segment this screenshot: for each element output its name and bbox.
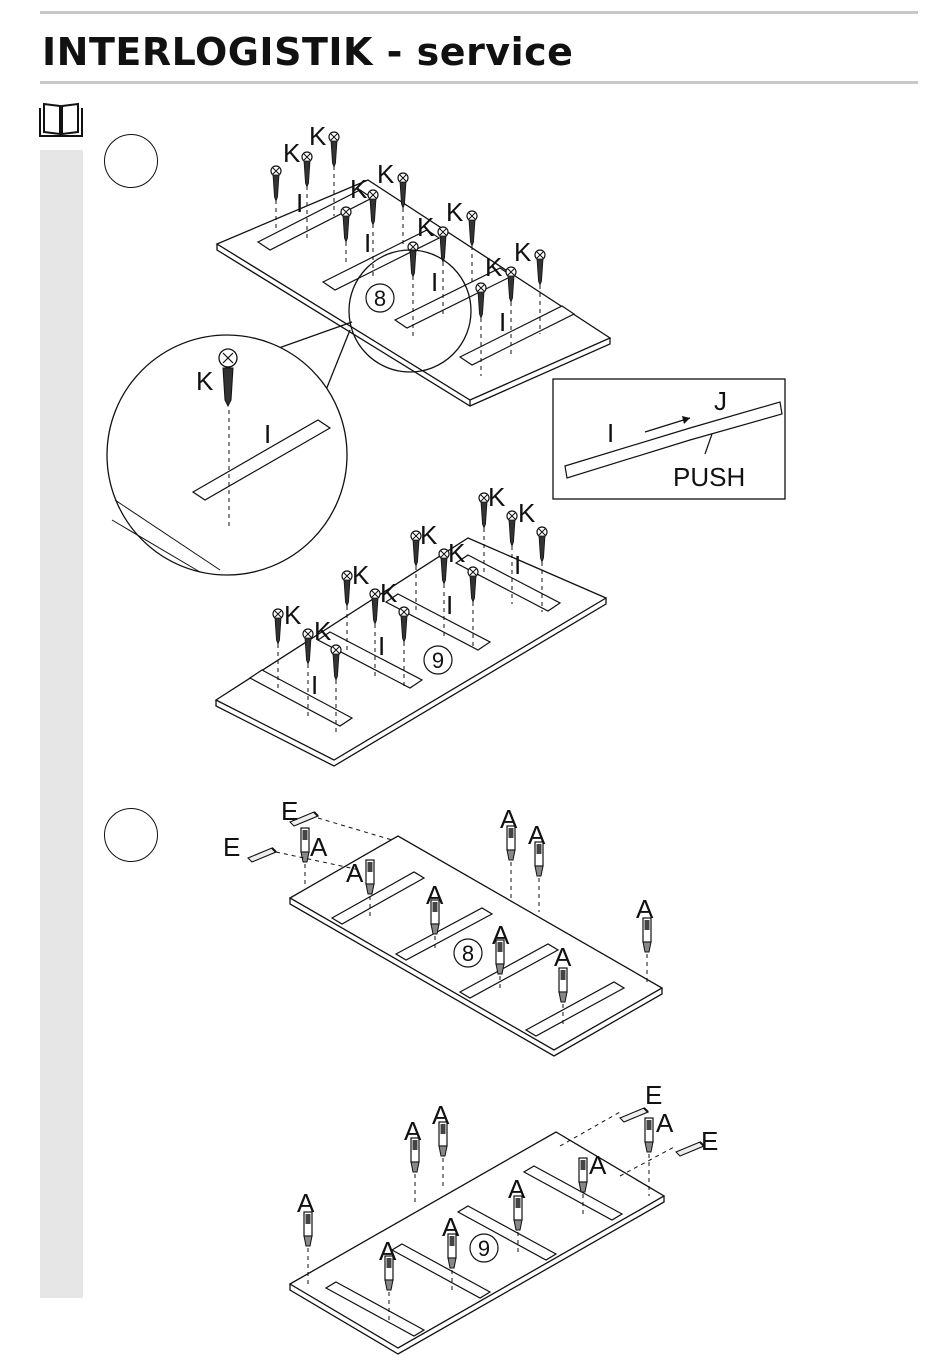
svg-text:I: I — [431, 267, 438, 297]
svg-text:A: A — [554, 942, 572, 972]
svg-text:I: I — [311, 670, 318, 700]
svg-text:A: A — [492, 920, 510, 950]
svg-text:A: A — [589, 1150, 607, 1180]
svg-text:K: K — [352, 560, 370, 590]
svg-text:PUSH: PUSH — [673, 462, 745, 492]
svg-text:A: A — [508, 1174, 526, 1204]
svg-text:I: I — [499, 307, 506, 337]
svg-text:K: K — [314, 616, 332, 646]
svg-text:E: E — [223, 832, 240, 862]
svg-text:E: E — [281, 796, 298, 826]
ref-9-step2: 9 — [470, 1234, 498, 1262]
svg-text:9: 9 — [478, 1236, 490, 1261]
svg-text:A: A — [404, 1116, 422, 1146]
panel-9-step1 — [216, 538, 606, 766]
ref-8-step2: 8 — [454, 939, 482, 967]
svg-text:I: I — [264, 419, 271, 449]
svg-text:K: K — [518, 498, 536, 528]
svg-text:A: A — [346, 858, 364, 888]
svg-text:I: I — [514, 550, 521, 580]
svg-text:I: I — [378, 631, 385, 661]
svg-text:A: A — [426, 880, 444, 910]
svg-text:J: J — [714, 386, 727, 416]
svg-text:9: 9 — [432, 648, 444, 673]
svg-text:K: K — [420, 520, 438, 550]
svg-text:K: K — [417, 212, 435, 242]
svg-text:A: A — [310, 832, 328, 862]
svg-text:K: K — [380, 578, 398, 608]
svg-text:A: A — [500, 804, 518, 834]
svg-text:I: I — [446, 590, 453, 620]
svg-text:K: K — [309, 121, 327, 151]
ref-9-step1: 9 — [424, 646, 452, 674]
svg-text:I: I — [296, 188, 303, 218]
svg-text:K: K — [446, 197, 464, 227]
svg-text:K: K — [284, 600, 302, 630]
svg-text:K: K — [488, 482, 506, 512]
svg-text:K: K — [448, 538, 466, 568]
svg-text:K: K — [350, 174, 368, 204]
svg-text:A: A — [528, 820, 546, 850]
svg-text:E: E — [645, 1080, 662, 1110]
svg-text:K: K — [377, 159, 395, 189]
svg-text:K: K — [514, 237, 532, 267]
svg-text:8: 8 — [462, 941, 474, 966]
svg-text:A: A — [432, 1100, 450, 1130]
svg-text:E: E — [701, 1126, 718, 1156]
svg-text:A: A — [442, 1212, 460, 1242]
svg-text:K: K — [196, 366, 214, 396]
svg-text:A: A — [636, 894, 654, 924]
svg-text:K: K — [485, 252, 503, 282]
svg-text:8: 8 — [374, 286, 386, 311]
svg-text:A: A — [656, 1108, 674, 1138]
svg-text:A: A — [297, 1188, 315, 1218]
ref-8-step1: 8 — [366, 284, 394, 312]
svg-text:I: I — [607, 418, 614, 448]
svg-text:A: A — [379, 1236, 397, 1266]
label-k: K — [283, 138, 301, 168]
svg-text:I: I — [364, 228, 371, 258]
push-inset: I J PUSH — [553, 379, 785, 499]
